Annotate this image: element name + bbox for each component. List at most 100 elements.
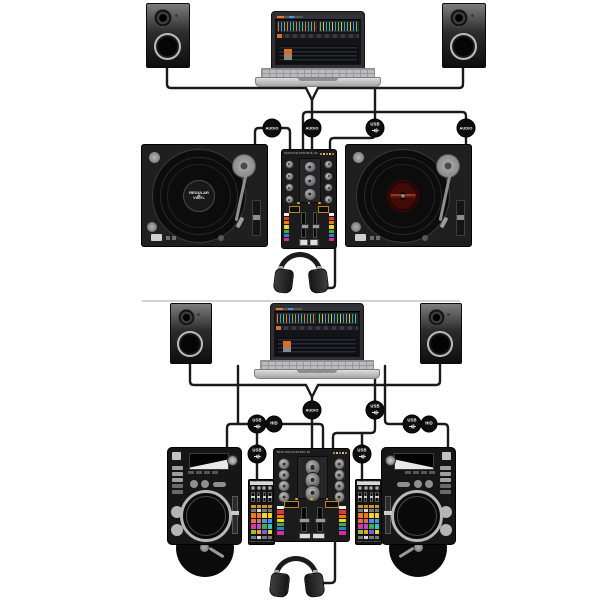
color-swatch: [267, 524, 272, 529]
laptop-bottom: [254, 303, 380, 379]
pitch-fader: [252, 200, 261, 236]
button-33rpm: [370, 236, 374, 240]
color-swatch: [358, 529, 363, 534]
filter-knob: [333, 491, 346, 504]
dj-mixer-top: TRAKTOR KONTROL Z2: [281, 149, 337, 249]
channel-fader: [300, 211, 309, 239]
record-groove: [371, 164, 435, 228]
crossfader: [298, 532, 325, 539]
media-player-left: [167, 447, 242, 577]
stop-buttons: [358, 505, 379, 508]
mode-buttons: [358, 509, 379, 512]
record-groove: [364, 157, 442, 235]
record-label-line2: VINYL: [193, 195, 205, 200]
color-swatch: [328, 229, 334, 233]
controller-footer-label: TRAKTOR KONTROL F1: [356, 541, 381, 544]
color-swatch: [369, 513, 374, 518]
earcup-right: [307, 267, 330, 295]
crossfader: [299, 239, 319, 246]
play-button: [440, 506, 452, 518]
deck-waveforms: [275, 20, 361, 33]
color-swatch: [339, 506, 346, 510]
color-swatch: [284, 233, 290, 237]
color-swatch: [363, 529, 368, 534]
pad-controller-right: TRAKTOR KONTROL F1 TRAKTOR KONTROL F1: [355, 479, 382, 545]
record-label: REGULAR VINYL: [183, 180, 215, 212]
strobe-dot: [218, 235, 224, 241]
eq-knob: [324, 183, 334, 193]
eq-knob: [333, 469, 346, 481]
button-33rpm: [166, 236, 170, 240]
power-switch: [151, 234, 162, 241]
hot-cue-buttons: [440, 466, 451, 494]
color-swatch: [374, 524, 379, 529]
player-body: [167, 447, 242, 545]
filter-knob: [324, 195, 334, 205]
pad-grid: [251, 513, 272, 534]
record-groove: [167, 164, 231, 228]
color-swatch: [284, 237, 290, 242]
speed-button: [351, 222, 361, 232]
color-swatch: [277, 523, 284, 527]
controller-footer-label: TRAKTOR KONTROL F1: [249, 541, 274, 544]
hid-label-badge: HID: [265, 415, 283, 433]
deck-waveforms: [274, 312, 360, 325]
platter: REGULAR VINYL: [152, 149, 246, 243]
speaker-bottom-right: [420, 303, 462, 364]
start-stop-button: [353, 152, 364, 163]
loop-buttons: [405, 471, 435, 474]
mixer-header: TRAKTOR KONTROL Z2: [284, 151, 335, 156]
spindle-icon: [401, 194, 405, 198]
jog-wheel: [391, 490, 443, 542]
controller-panel-label: TRAKTOR KONTROL F1: [250, 481, 273, 485]
track-skip-button: [213, 482, 226, 487]
headphones-bottom: [268, 556, 326, 600]
cue-button-column: [328, 212, 334, 242]
stripe-view: [277, 34, 359, 38]
dj-software-screen: [274, 307, 360, 357]
main-knob: [304, 484, 321, 502]
color-swatch: [328, 212, 334, 217]
color-swatch: [251, 524, 256, 529]
color-swatch: [339, 518, 346, 522]
color-swatch: [277, 514, 284, 518]
eq-knob: [284, 171, 294, 181]
waveform-display: [189, 453, 229, 470]
woofer-icon: [427, 331, 453, 357]
loop-buttons: [188, 471, 218, 474]
power-switch: [355, 234, 366, 241]
channel-fader: [311, 211, 320, 239]
cue-button-column: [339, 506, 346, 535]
color-swatch: [256, 529, 261, 534]
usb-label-badge: USB: [352, 444, 372, 464]
led-row: [320, 152, 335, 155]
color-swatch: [262, 529, 267, 534]
stop-buttons: [251, 505, 272, 508]
eq-knob: [277, 480, 290, 493]
usb-icon: [358, 454, 366, 459]
track-browser: [276, 337, 358, 356]
filter-knobs: [358, 486, 379, 490]
filter-knob: [284, 195, 294, 205]
tweeter-icon: [154, 9, 172, 27]
color-swatch: [369, 524, 374, 529]
color-swatch: [374, 529, 379, 534]
color-swatch: [328, 225, 334, 229]
color-swatch: [267, 513, 272, 518]
speaker-top-right: [442, 3, 486, 68]
color-swatch: [328, 217, 334, 221]
section-divider: [142, 300, 460, 302]
search-button: [190, 480, 198, 488]
pad-controller-left: TRAKTOR KONTROL F1 TRAKTOR KONTROL F1: [248, 479, 275, 545]
audio-label-badge: AUDIO: [456, 118, 476, 138]
color-swatch: [358, 518, 363, 523]
eq-knob: [284, 183, 294, 193]
color-swatch: [339, 514, 346, 518]
color-swatch: [277, 506, 284, 510]
color-swatch: [339, 510, 346, 514]
search-button: [414, 480, 422, 488]
gain-knob: [324, 159, 334, 169]
deck-b-waveform: [319, 21, 359, 32]
color-swatch: [328, 233, 334, 237]
turntable-right: TRAKTOR SCRATCH: [345, 144, 472, 247]
